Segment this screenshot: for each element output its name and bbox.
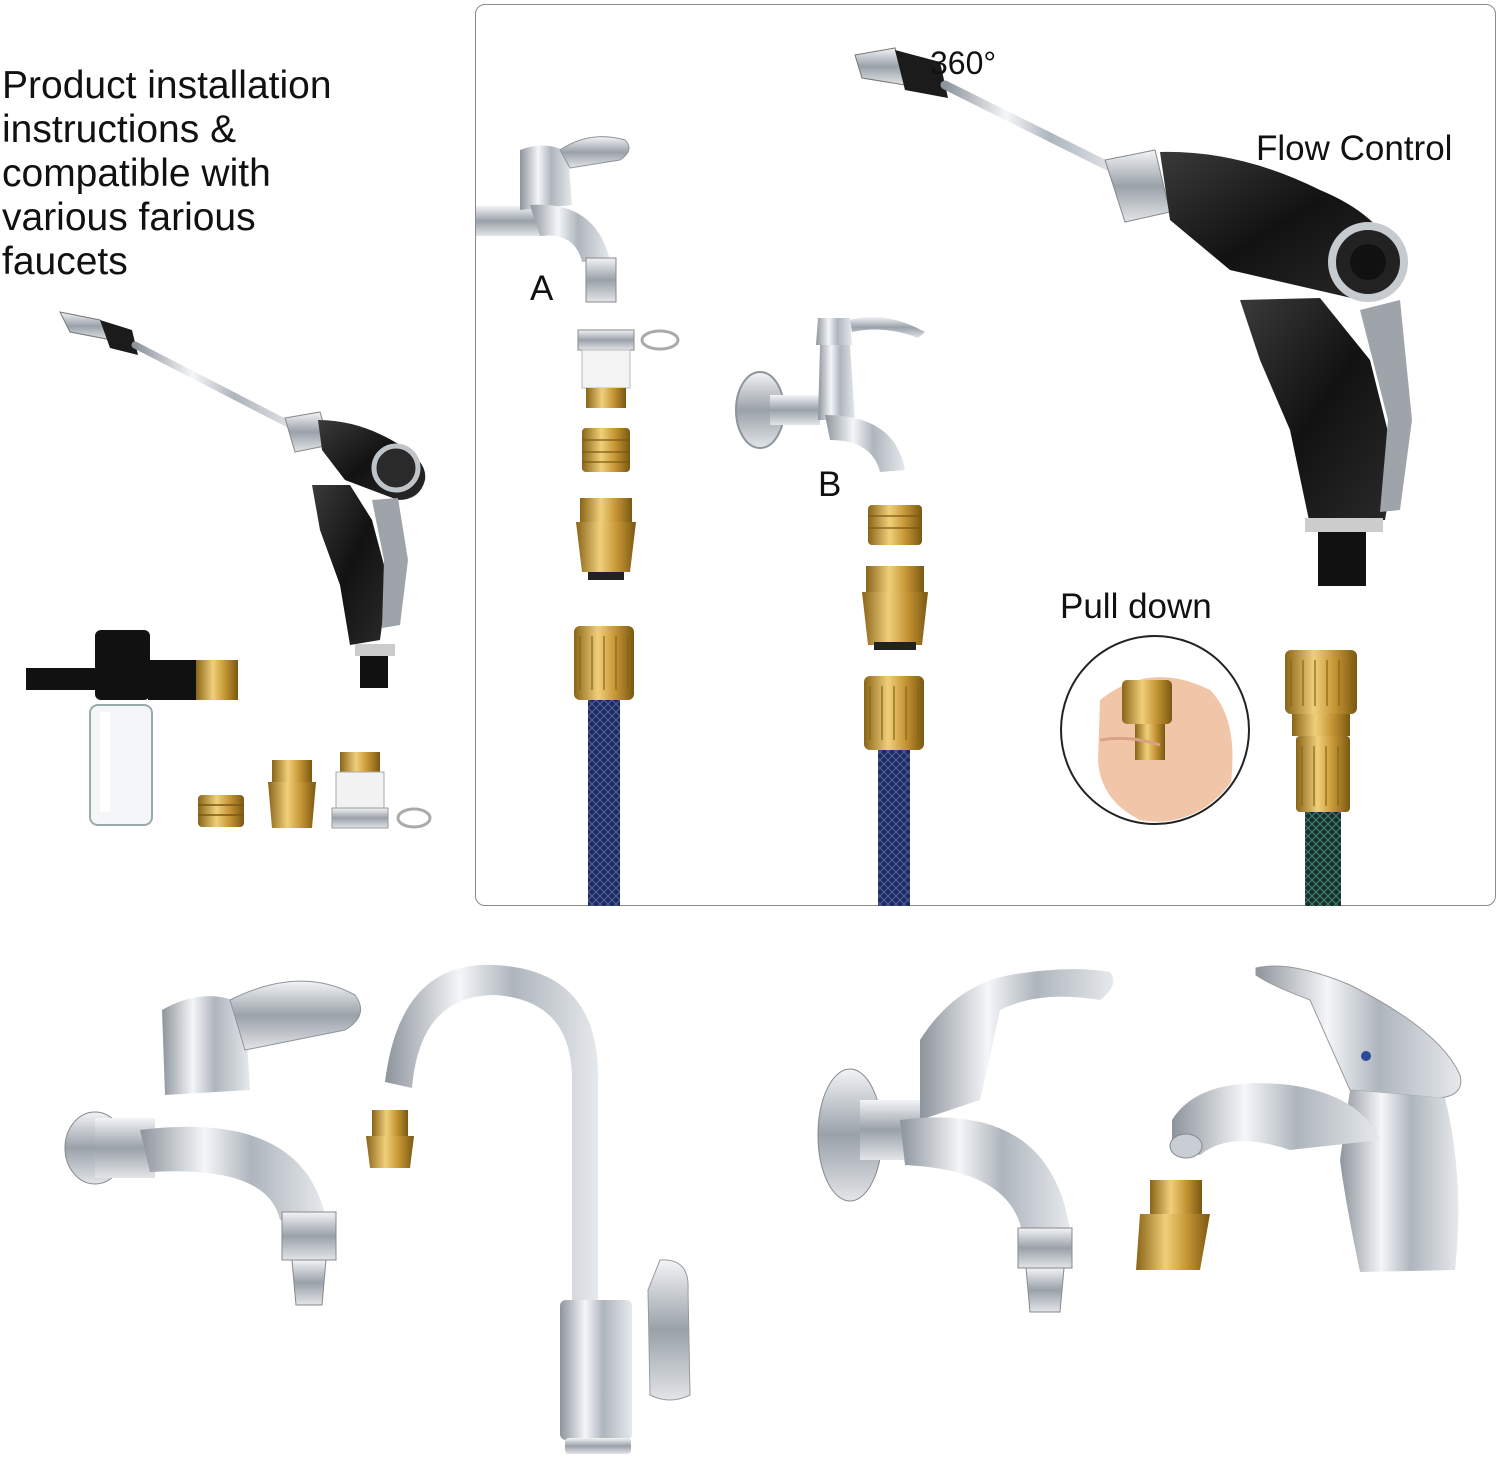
headline-line-5: faucets xyxy=(2,240,128,283)
headline-line-2: instructions & xyxy=(2,108,237,151)
big-spray-gun xyxy=(854,47,1412,586)
faucet-b-label: B xyxy=(818,465,842,504)
headline-line-4: various farious xyxy=(2,196,256,239)
faucet-a xyxy=(476,136,630,303)
faucet-a-label: A xyxy=(530,269,554,308)
foam-bottle xyxy=(26,630,238,826)
wall-tap-right xyxy=(817,969,1114,1313)
adapter-left xyxy=(366,1110,414,1168)
fittings-column-b xyxy=(862,505,928,906)
small-fittings xyxy=(198,752,432,829)
headline: Product installation instructions & comp… xyxy=(2,64,422,284)
quick-connector-green-hose xyxy=(1285,650,1357,906)
gooseneck-faucet xyxy=(385,964,691,1454)
small-spray-gun xyxy=(59,311,426,688)
fittings-column-a xyxy=(574,329,680,906)
headline-line-3: compatible with xyxy=(2,152,271,195)
faucet-b xyxy=(735,316,925,472)
adapter-right xyxy=(1136,1180,1210,1270)
basin-mixer-faucet xyxy=(1169,965,1462,1272)
pull-down-circle xyxy=(1060,635,1250,825)
rotation-label: 360° xyxy=(930,45,997,81)
wall-tap-left xyxy=(64,980,362,1306)
flow-control-label: Flow Control xyxy=(1256,129,1453,168)
headline-line-1: Product installation xyxy=(2,64,332,107)
pull-down-label: Pull down xyxy=(1060,587,1212,626)
